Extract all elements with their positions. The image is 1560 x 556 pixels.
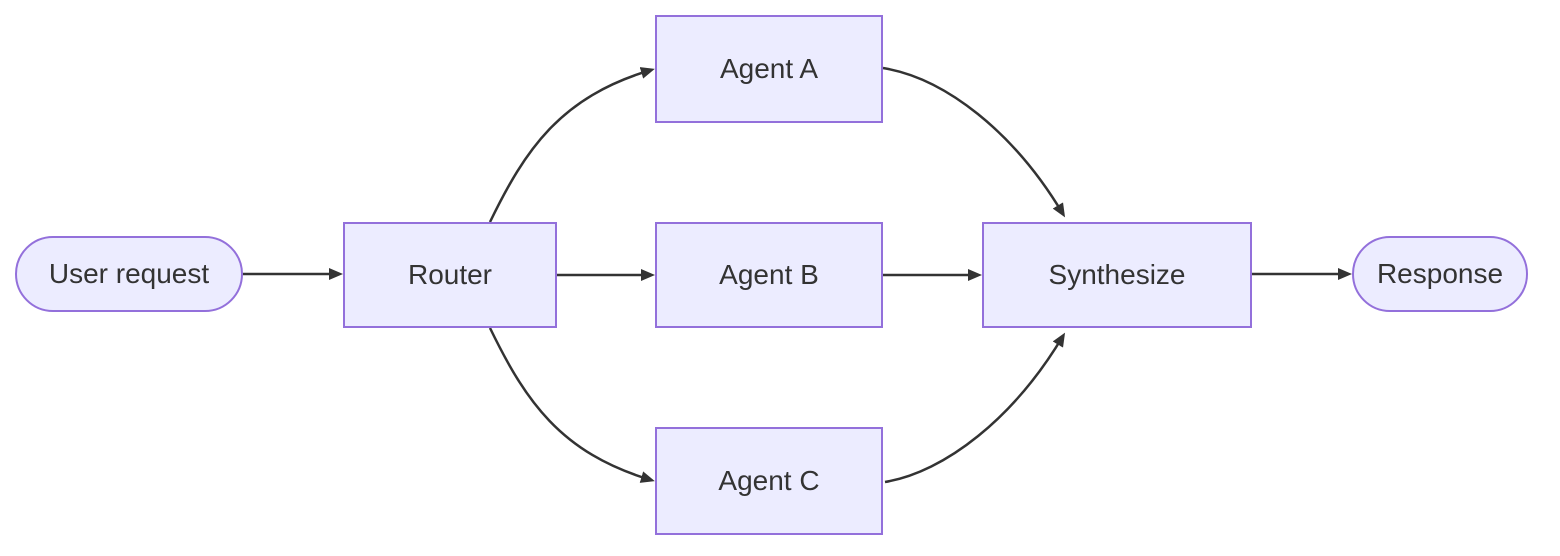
node-user-request: User request (15, 236, 243, 312)
node-response-label: Response (1376, 258, 1504, 289)
node-router-label: Router (407, 259, 493, 290)
node-synthesize: Synthesize (982, 222, 1252, 328)
edge-agent-a-to-synthesize (882, 66, 1066, 218)
edge-router-to-agent-a (488, 67, 655, 223)
node-synthesize-label: Synthesize (1048, 259, 1186, 290)
node-router: Router (343, 222, 557, 328)
edge-agent-c-to-synthesize (884, 332, 1066, 484)
node-agent-a-label: Agent A (719, 53, 819, 84)
node-agent-c-label: Agent C (718, 465, 820, 496)
edge-router-to-agent-c (488, 327, 655, 483)
node-agent-b-label: Agent B (719, 259, 819, 290)
node-response: Response (1352, 236, 1528, 312)
node-agent-c: Agent C (655, 427, 883, 535)
node-agent-b: Agent B (655, 222, 883, 328)
node-agent-a: Agent A (655, 15, 883, 123)
node-user-request-label: User request (48, 258, 210, 289)
